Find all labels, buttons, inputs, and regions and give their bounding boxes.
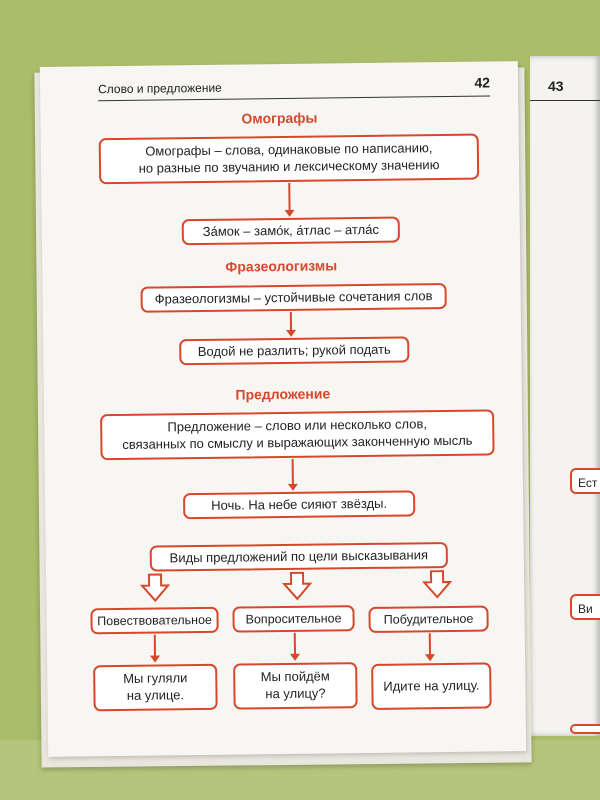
phraseologisms-example: Водой не разлить; рукой подать — [179, 336, 410, 366]
header-title: Слово и предложение — [97, 80, 222, 97]
example-imperative: Идите на улицу. — [371, 662, 492, 710]
hollow-arrow-icon — [421, 570, 453, 599]
phraseologisms-definition: Фразеологизмы – устойчивые сочетания сло… — [140, 282, 447, 313]
section-title-phraseologisms: Фразеологизмы — [225, 257, 338, 275]
example-line: на улице. — [126, 687, 185, 703]
type-declarative: Повествовательное — [90, 606, 219, 635]
sentence-definition: Предложение – слово или несколько слов, … — [100, 409, 495, 461]
example-line: Мы гуляли — [123, 670, 188, 687]
example-interrogative: Мы пойдём на улицу? — [233, 662, 358, 710]
homographs-example: За́мок – замо́к, а́тлас – атла́с — [181, 216, 400, 246]
right-header-rule — [530, 100, 600, 101]
section-title-sentence: Предложение — [235, 385, 331, 403]
arrow-head — [284, 209, 295, 217]
section-title-homographs: Омографы — [241, 109, 318, 127]
arrow-line — [288, 182, 291, 213]
right-box-fragment: Ви — [570, 594, 600, 620]
type-interrogative: Вопросительное — [232, 605, 355, 633]
right-page-number: 43 — [548, 78, 564, 94]
page-number: 42 — [474, 74, 491, 91]
left-page: Слово и предложение 42 Омографы Омографы… — [39, 61, 527, 757]
homographs-definition: Омографы – слова, одинаковые по написани… — [98, 133, 480, 185]
right-page: 43 Ест Ви — [530, 56, 600, 736]
sentence-example: Ночь. На небе сияют звёзды. — [183, 490, 416, 520]
arrow-head — [286, 329, 297, 337]
definition-line: но разные по звучанию и лексическому зна… — [138, 157, 440, 176]
page-header: Слово и предложение 42 — [97, 74, 491, 102]
example-line: Мы пойдём — [260, 668, 330, 685]
right-box-fragment — [570, 724, 600, 734]
arrow-head — [150, 655, 161, 663]
example-line: на улицу? — [265, 685, 326, 702]
sentence-types-title: Виды предложений по цели высказывания — [149, 541, 448, 572]
example-declarative: Мы гуляли на улице. — [93, 663, 218, 712]
arrow-head — [425, 654, 436, 662]
arrow-head — [289, 653, 301, 661]
definition-line: связанных по смыслу и выражающих законче… — [122, 432, 473, 452]
right-box-fragment: Ест — [570, 468, 600, 494]
arrow-head — [287, 483, 299, 491]
type-imperative: Побудительное — [368, 605, 489, 633]
arrow-line — [291, 458, 294, 487]
hollow-arrow-icon — [281, 571, 313, 601]
hollow-arrow-icon — [140, 573, 171, 603]
